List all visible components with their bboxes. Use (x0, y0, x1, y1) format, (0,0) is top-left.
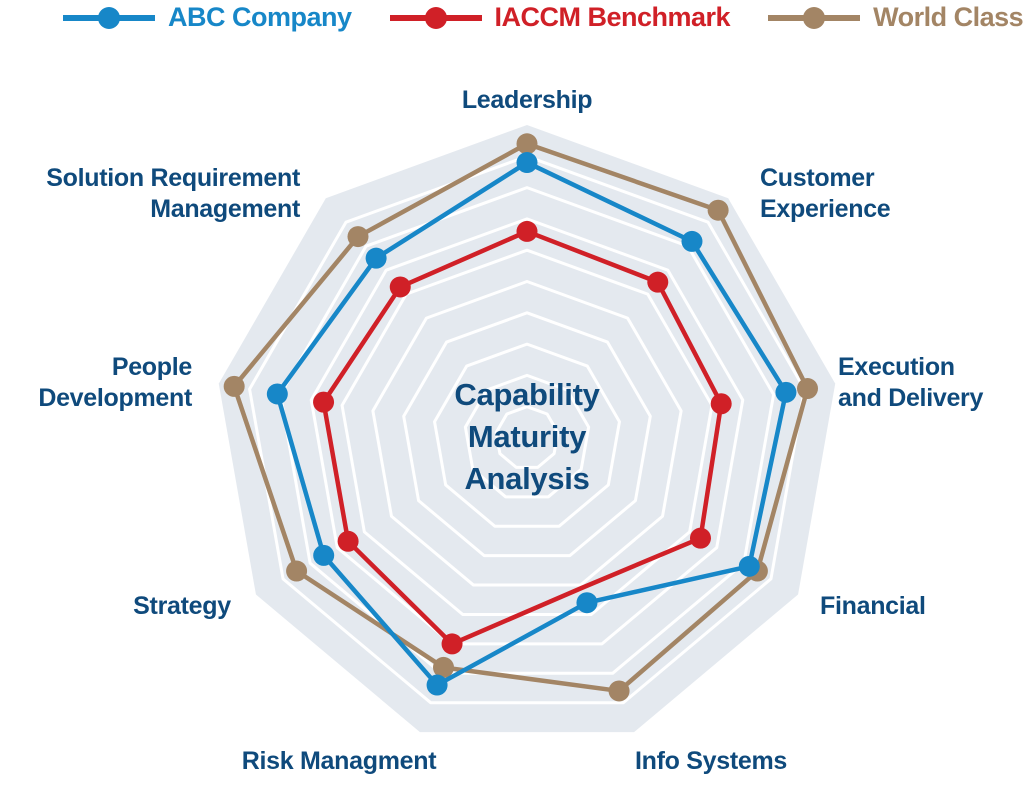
data-point-marker (707, 199, 729, 221)
series-polygon-iaccm-benchmark (321, 229, 724, 647)
radar-grid-ring-7 (309, 217, 745, 646)
data-point-marker (689, 527, 711, 549)
data-point-marker (223, 375, 245, 397)
data-point-marker (389, 276, 411, 298)
legend-label: World Class (873, 2, 1024, 32)
radar-grid-ring-6 (340, 248, 714, 616)
data-point-marker (313, 544, 335, 566)
data-point-marker (738, 555, 760, 577)
series-polygon-abc-company (275, 160, 789, 688)
series-polygon-world-class (231, 141, 810, 694)
data-point-marker (337, 530, 359, 552)
line-dot-marker-icon (768, 6, 861, 29)
data-point-marker (647, 271, 669, 293)
radar-grid-ring-1 (494, 405, 560, 469)
data-point-marker (576, 592, 598, 614)
data-point-marker (516, 220, 538, 242)
axis-label-financial: Financial (820, 591, 926, 620)
data-point-marker (516, 133, 538, 155)
data-point-marker (266, 383, 288, 405)
legend-item-iaccm-benchmark: IACCM Benchmark (389, 2, 731, 33)
axis-label-risk-managment: Risk Managment (241, 746, 437, 775)
center-title-line: Capability (454, 377, 600, 412)
axis-label-info-systems: Info Systems (634, 746, 788, 775)
radar-grid-ring-8 (278, 186, 776, 675)
line-dot-marker-icon (63, 6, 155, 29)
data-point-marker (426, 674, 448, 696)
legend-label: ABC Company (168, 2, 352, 32)
data-point-marker (347, 226, 369, 248)
axis-label-strategy: Strategy (133, 591, 231, 620)
radar-grid-ring-5 (371, 280, 683, 587)
radar-grid-ring-2 (463, 373, 591, 499)
radar-grid-ring-3 (433, 342, 621, 528)
data-point-marker (681, 230, 703, 252)
data-point-marker (286, 560, 308, 582)
data-point-marker (441, 633, 463, 655)
center-title-line: Maturity (467, 419, 587, 454)
chart-legend: ABC Company IACCM Benchmark World Class (63, 2, 1024, 33)
legend-item-abc-company: ABC Company (63, 2, 352, 33)
legend-label: IACCM Benchmark (494, 2, 731, 32)
radar-grid-ring-4 (402, 311, 652, 558)
legend-item-world-class: World Class (768, 2, 1024, 33)
data-point-marker (365, 247, 387, 269)
center-title-line: Analysis (464, 461, 590, 496)
line-dot-marker-icon (389, 6, 482, 29)
data-point-marker (313, 391, 335, 413)
data-point-marker (516, 152, 538, 174)
radar-grid-ring-9 (248, 154, 806, 705)
axis-label-leadership: Leadership (461, 85, 593, 114)
data-point-marker (608, 680, 630, 702)
data-point-marker (710, 393, 732, 415)
data-point-marker (797, 378, 818, 400)
data-point-marker (775, 381, 797, 403)
data-point-marker (433, 656, 454, 678)
